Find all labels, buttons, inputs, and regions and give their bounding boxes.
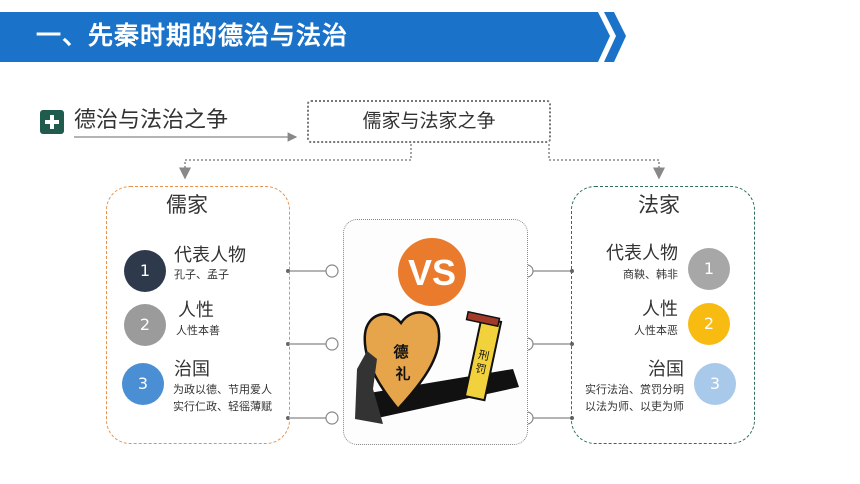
heart-text: 德礼 xyxy=(393,343,410,383)
heart-text-1: 德 xyxy=(393,343,408,361)
confucian-item-3-desc-line2: 实行仁政、轻徭薄赋 xyxy=(173,400,272,413)
confucian-item-2-desc: 人性本善 xyxy=(176,324,220,337)
confucian-item-1-title: 代表人物 xyxy=(174,245,246,266)
legalist-item-2-title: 人性 xyxy=(642,299,678,320)
heart-text-2: 礼 xyxy=(395,365,410,383)
center-topic-box: 儒家与法家之争 xyxy=(307,100,551,143)
legalist-box xyxy=(571,186,755,444)
vs-label: VS xyxy=(408,252,456,293)
legalist-item-1-desc: 商鞅、韩非 xyxy=(623,268,678,281)
confucian-item-3-title: 治国 xyxy=(174,359,210,380)
confucian-item-1-desc: 孔子、孟子 xyxy=(174,268,229,281)
vs-illustration: VS 刑罚 德礼 xyxy=(355,238,519,424)
legalist-item-3-title: 治国 xyxy=(648,359,684,380)
confucian-item-2-badge: 2 xyxy=(124,304,166,346)
sword-text: 刑罚 xyxy=(474,348,490,377)
legalist-item-2-desc: 人性本恶 xyxy=(634,324,678,337)
figure-silhouette xyxy=(355,351,383,424)
legalist-item-2-badge: 2 xyxy=(688,303,730,345)
legalist-item-1-title: 代表人物 xyxy=(606,243,678,264)
legalist-item-1-badge: 1 xyxy=(688,248,730,290)
confucian-item-1-badge: 1 xyxy=(124,250,166,292)
confucian-item-2-title: 人性 xyxy=(178,300,214,321)
legalist-item-3-desc-line2: 以法为师、以吏为师 xyxy=(585,400,684,413)
legalist-item-3-desc-line1: 实行法治、赏罚分明 xyxy=(585,383,684,396)
legalist-item-3-badge: 3 xyxy=(694,363,736,405)
confucian-title: 儒家 xyxy=(166,193,208,217)
plus-icon xyxy=(40,110,64,134)
confucian-item-3-badge: 3 xyxy=(122,363,164,405)
legalist-title: 法家 xyxy=(638,193,680,217)
confucian-box xyxy=(106,186,290,444)
sword-text-1: 刑 xyxy=(477,348,490,363)
vs-badge xyxy=(398,238,466,306)
sword-text-2: 罚 xyxy=(474,362,487,377)
topic-label: 德治与法治之争 xyxy=(74,108,229,133)
confucian-item-3-desc-line1: 为政以德、节用爱人 xyxy=(173,383,272,396)
header-banner xyxy=(0,12,626,62)
page-title: 一、先秦时期的德治与法治 xyxy=(36,21,349,50)
